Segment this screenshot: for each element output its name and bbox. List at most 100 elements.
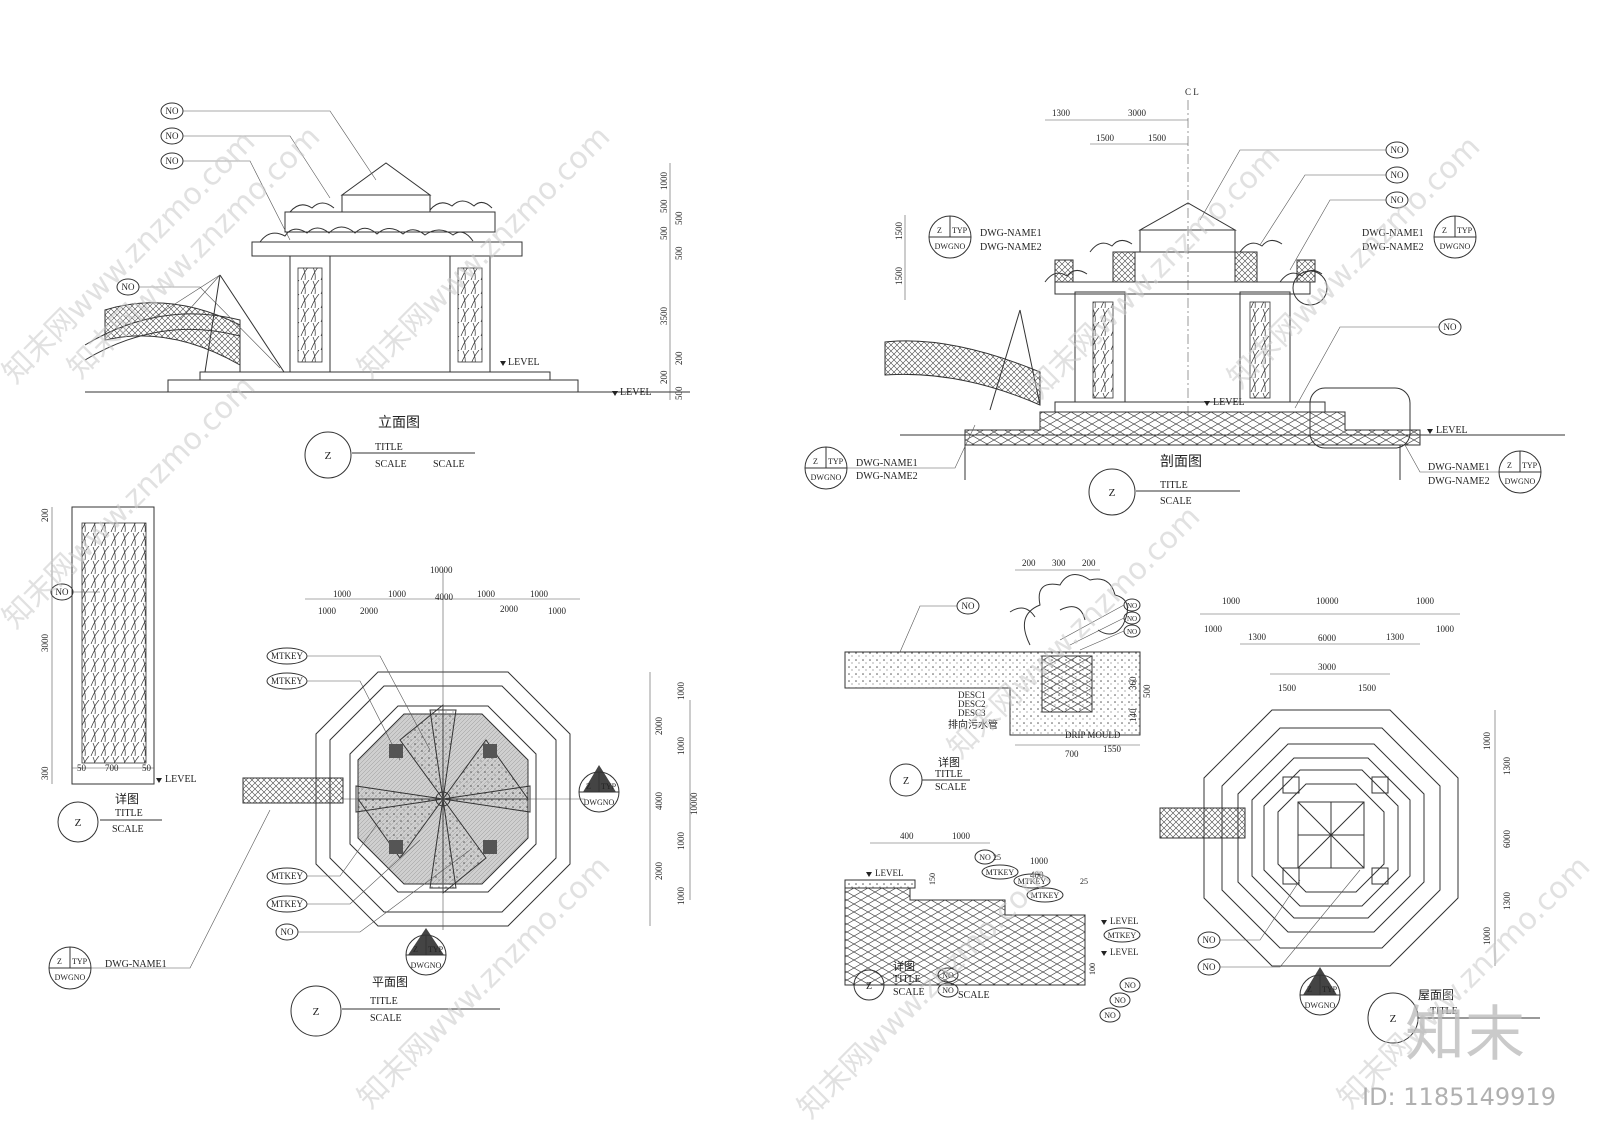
svg-text:300: 300	[1052, 558, 1066, 568]
svg-text:DWGNO: DWGNO	[1505, 477, 1536, 486]
svg-text:200: 200	[1022, 558, 1036, 568]
svg-text:MTKEY: MTKEY	[271, 871, 303, 881]
svg-text:MTKEY: MTKEY	[271, 676, 303, 686]
svg-text:NO: NO	[942, 971, 954, 980]
svg-text:Z: Z	[325, 450, 332, 462]
svg-text:DWGNO: DWGNO	[584, 798, 615, 807]
svg-text:300: 300	[40, 766, 50, 780]
svg-text:SCALE: SCALE	[433, 459, 465, 470]
svg-text:Z: Z	[1507, 461, 1512, 470]
svg-text:立面图: 立面图	[378, 415, 420, 431]
plan-view: MTKEY MTKEY MTKEY MTKEY NO Z TYP DWGNO Z…	[48, 565, 699, 1037]
svg-text:DWG-NAME2: DWG-NAME2	[1428, 476, 1490, 487]
elevation-callouts: NO NO NO NO	[116, 102, 377, 369]
svg-text:MTKEY: MTKEY	[271, 899, 303, 909]
svg-text:SCALE: SCALE	[935, 782, 967, 793]
svg-text:DWG-NAME1: DWG-NAME1	[1428, 462, 1490, 473]
svg-text:150: 150	[928, 873, 937, 885]
svg-text:500: 500	[674, 246, 684, 260]
svg-text:SCALE: SCALE	[112, 824, 144, 835]
svg-text:DWGNO: DWGNO	[1440, 242, 1471, 251]
svg-text:50: 50	[77, 763, 87, 773]
svg-text:NO: NO	[979, 853, 991, 862]
svg-text:Z: Z	[1109, 487, 1116, 499]
svg-text:NO: NO	[56, 587, 69, 597]
svg-text:TITLE: TITLE	[115, 808, 143, 819]
svg-text:TYP: TYP	[1322, 985, 1338, 994]
svg-text:4000: 4000	[654, 792, 664, 811]
watermarks: 知末网www.znzmo.com 知末网www.znzmo.com 知末网www…	[0, 119, 1597, 1125]
svg-text:TYP: TYP	[828, 457, 844, 466]
svg-text:DWGNO: DWGNO	[935, 242, 966, 251]
svg-text:1000: 1000	[530, 589, 549, 599]
svg-text:Z: Z	[57, 957, 62, 966]
svg-text:Z: Z	[866, 981, 872, 992]
svg-text:1500: 1500	[894, 222, 904, 241]
svg-text:DESC1: DESC1	[958, 690, 986, 700]
svg-text:LEVEL: LEVEL	[508, 357, 540, 368]
svg-text:DWG-NAME2: DWG-NAME2	[856, 471, 918, 482]
svg-text:50: 50	[142, 763, 152, 773]
svg-text:NO: NO	[281, 927, 294, 937]
svg-text:TITLE: TITLE	[1430, 1006, 1458, 1017]
planter-detail: 200 300 200 360 500 140 700 1550 DESC1 D…	[844, 558, 1152, 797]
svg-text:DWG-NAME2: DWG-NAME2	[1362, 242, 1424, 253]
svg-text:LEVEL: LEVEL	[1213, 397, 1245, 408]
svg-text:1000: 1000	[952, 831, 971, 841]
svg-text:TYP: TYP	[601, 782, 617, 791]
svg-text:DWG-NAME1: DWG-NAME1	[1362, 228, 1424, 239]
svg-text:DWG-NAME2: DWG-NAME2	[980, 242, 1042, 253]
svg-text:知末网www.znzmo.com: 知末网www.znzmo.com	[61, 119, 327, 385]
svg-text:4000: 4000	[435, 592, 454, 602]
panel-detail: NO 200 3000 300 50 700 50 LEVEL 详图 Z TIT…	[40, 506, 197, 843]
svg-text:Z: Z	[903, 776, 909, 787]
svg-text:排向污水管: 排向污水管	[948, 718, 998, 731]
svg-text:TYP: TYP	[952, 226, 968, 235]
svg-text:2000: 2000	[654, 717, 664, 736]
svg-text:1500: 1500	[1278, 683, 1297, 693]
svg-text:LEVEL: LEVEL	[1110, 916, 1139, 926]
svg-text:1000: 1000	[318, 606, 337, 616]
svg-text:1500: 1500	[1358, 683, 1377, 693]
svg-text:1000: 1000	[1222, 596, 1241, 606]
svg-text:LEVEL: LEVEL	[165, 774, 197, 785]
svg-text:TITLE: TITLE	[375, 442, 403, 453]
svg-text:NO: NO	[1127, 628, 1137, 636]
svg-text:10000: 10000	[430, 565, 453, 575]
svg-text:Z: Z	[813, 457, 818, 466]
svg-text:LEVEL: LEVEL	[1436, 425, 1468, 436]
svg-text:NO: NO	[1114, 996, 1126, 1005]
svg-text:LEVEL: LEVEL	[620, 387, 652, 398]
svg-text:10000: 10000	[689, 792, 699, 815]
svg-text:详图: 详图	[938, 755, 960, 769]
svg-text:500: 500	[659, 199, 669, 213]
svg-text:Z: Z	[586, 782, 591, 791]
svg-text:2000: 2000	[654, 862, 664, 881]
svg-text:知末网www.znzmo.com: 知末网www.znzmo.com	[791, 859, 1057, 1125]
svg-text:SCALE: SCALE	[370, 1013, 402, 1024]
svg-text:400: 400	[1030, 870, 1044, 880]
svg-text:MTKEY: MTKEY	[1031, 891, 1060, 900]
svg-text:Z: Z	[413, 945, 418, 954]
svg-text:Z: Z	[1442, 226, 1447, 235]
svg-text:Z: Z	[313, 1006, 320, 1018]
svg-text:NO: NO	[166, 131, 179, 141]
svg-text:500: 500	[659, 226, 669, 240]
svg-text:700: 700	[1065, 749, 1079, 759]
svg-text:500: 500	[674, 386, 684, 400]
svg-text:1500: 1500	[1148, 133, 1167, 143]
svg-text:TITLE: TITLE	[370, 996, 398, 1007]
svg-text:500: 500	[674, 211, 684, 225]
svg-text:25: 25	[1080, 877, 1088, 886]
svg-text:1000: 1000	[1482, 732, 1492, 751]
svg-text:3000: 3000	[40, 634, 50, 653]
elevation-view: NO NO NO NO LEVEL LEVEL 1000 500 500 500…	[84, 102, 690, 479]
svg-text:Z: Z	[937, 226, 942, 235]
svg-text:1000: 1000	[1436, 624, 1455, 634]
svg-text:1000: 1000	[676, 887, 686, 906]
svg-text:屋面图: 屋面图	[1418, 988, 1454, 1002]
svg-text:400: 400	[900, 831, 914, 841]
svg-text:MTKEY: MTKEY	[1018, 877, 1047, 886]
svg-text:SCALE: SCALE	[893, 987, 925, 998]
svg-text:10000: 10000	[1316, 596, 1339, 606]
